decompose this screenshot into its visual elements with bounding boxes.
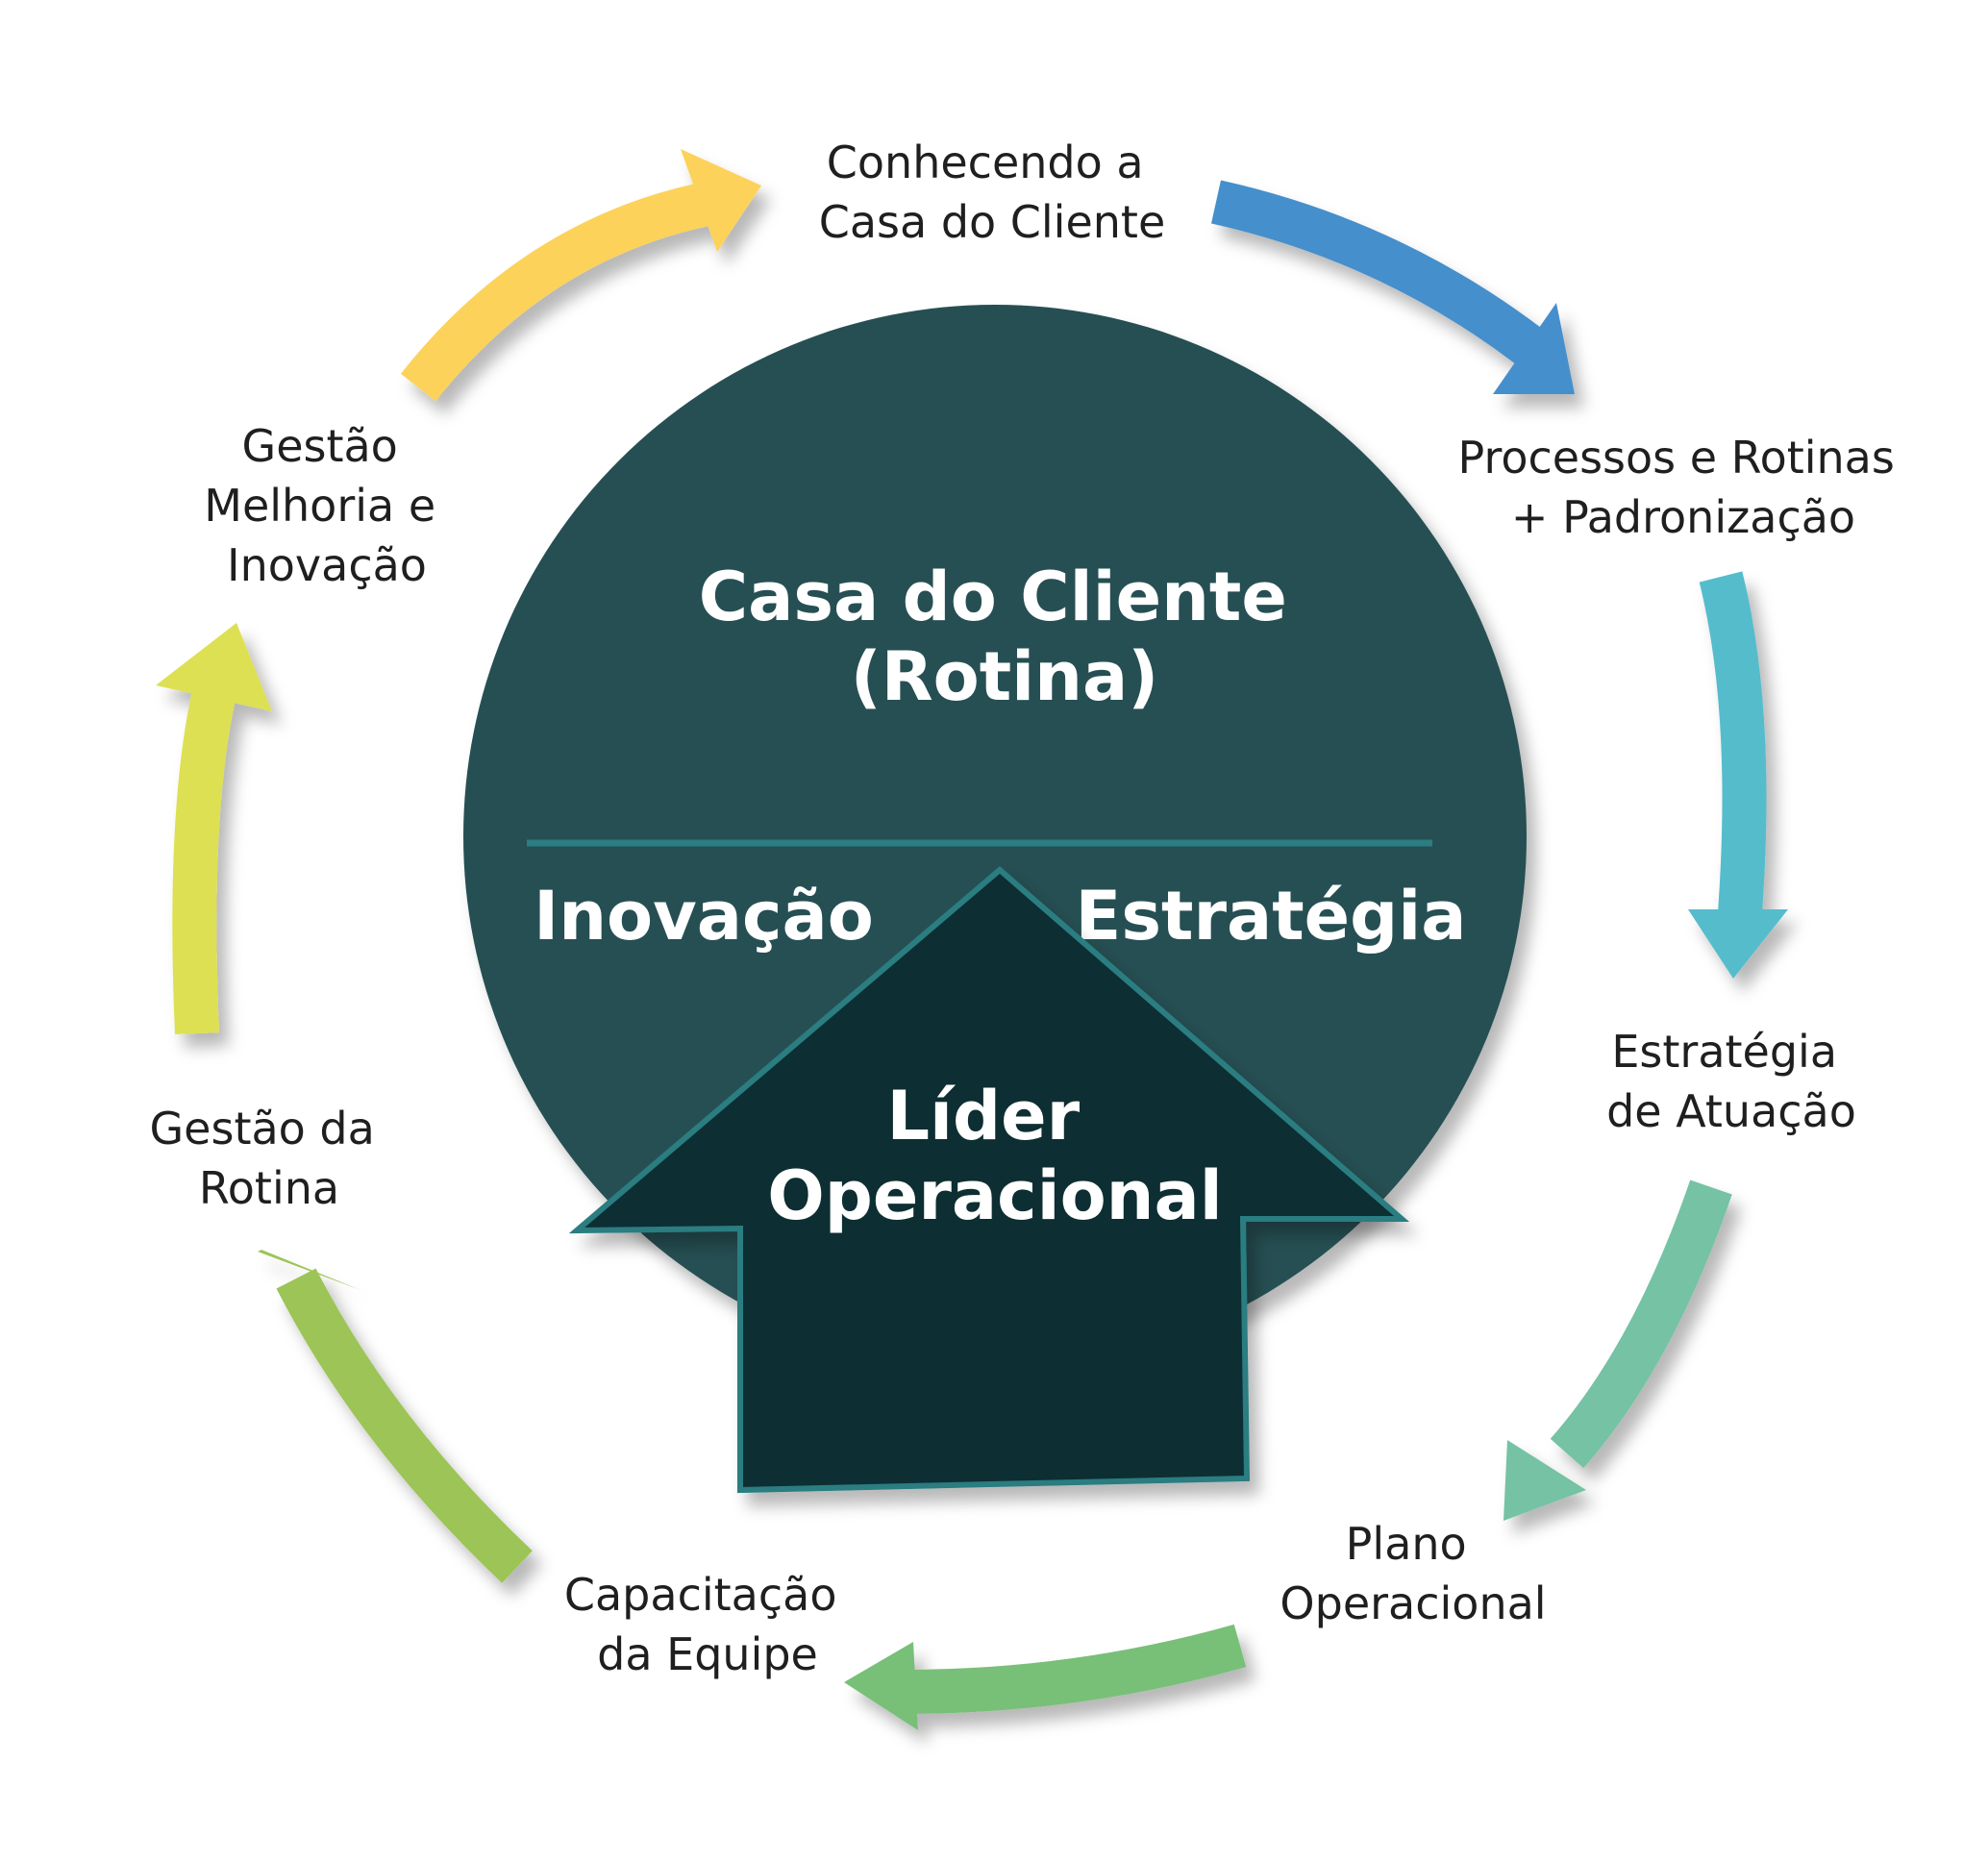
step-label-line: Inovação (227, 539, 427, 591)
cycle-arrow-head (156, 623, 272, 711)
step-label-gestao-rotina: Gestão da Rotina (150, 1103, 389, 1214)
step-label-line: da Equipe (597, 1628, 818, 1680)
step-label-line: Melhoria e (204, 480, 435, 532)
step-label-line: Gestão (242, 420, 398, 472)
cycle-arrow-blue (1211, 180, 1575, 394)
step-label-gestao-melhoria: Gestão Melhoria e Inovação (204, 420, 450, 591)
leader-up-arrow (568, 866, 1410, 1494)
leader-label-line: Líder (886, 1077, 1080, 1155)
cycle-arrow-lime (258, 1250, 533, 1583)
label-estrategia: Estratégia (1076, 877, 1467, 956)
cycle-arrow-shaft (172, 692, 236, 1035)
cycle-arrow-shaft (903, 1624, 1247, 1714)
cycle-arrow-shaft (1699, 571, 1767, 915)
step-label-estrategia-atuacao: Estratégia de Atuação (1606, 1026, 1856, 1137)
cycle-arrow-head (1688, 909, 1788, 979)
cycle-arrow-head (1503, 1440, 1586, 1521)
circle-title-line: Casa do Cliente (699, 558, 1287, 636)
cycle-arrow-shaft (1550, 1179, 1732, 1469)
step-label-line: + Padronização (1511, 491, 1855, 543)
step-label-processos: Processos e Rotinas + Padronização (1458, 432, 1909, 543)
step-label-line: Casa do Cliente (819, 196, 1166, 248)
step-label-line: Estratégia (1611, 1026, 1837, 1078)
step-label-line: Processos e Rotinas (1458, 432, 1895, 484)
cycle-arrow-lightyellow (156, 623, 272, 1035)
step-label-line: Rotina (199, 1162, 339, 1214)
step-label-line: Gestão da (150, 1103, 375, 1154)
circle-title: Casa do Cliente (Rotina) (699, 558, 1310, 716)
cycle-arrow-shaft (400, 180, 721, 402)
cycle-arrow-lightblue (1688, 571, 1788, 979)
cycle-arrow-head (258, 1250, 360, 1290)
cycle-arrow-head (844, 1642, 918, 1730)
step-label-conhecendo: Conhecendo a Casa do Cliente (819, 137, 1166, 248)
cycle-arrows (156, 149, 1788, 1730)
step-label-capacitacao: Capacitação da Equipe (564, 1569, 851, 1680)
circle-title-line: (Rotina) (851, 637, 1159, 716)
cycle-arrow-shaft (276, 1268, 533, 1583)
step-label-line: Conhecendo a (827, 137, 1144, 188)
step-label-plano: Plano Operacional (1280, 1518, 1546, 1629)
leader-label: Líder Operacional (767, 1077, 1223, 1235)
cycle-arrow-green (844, 1624, 1247, 1730)
cycle-arrow-shaft (1211, 180, 1542, 364)
step-label-line: de Atuação (1606, 1085, 1856, 1137)
step-label-line: Plano (1346, 1518, 1467, 1570)
leader-label-line: Operacional (767, 1156, 1223, 1235)
cycle-arrow-yellow (400, 149, 761, 402)
cycle-arrow-head (681, 149, 761, 252)
cycle-arrow-teal (1503, 1179, 1732, 1521)
step-label-line: Capacitação (564, 1569, 837, 1621)
step-label-line: Operacional (1280, 1577, 1546, 1629)
cycle-arrow-head (1493, 303, 1575, 394)
label-inovacao: Inovação (534, 877, 874, 956)
